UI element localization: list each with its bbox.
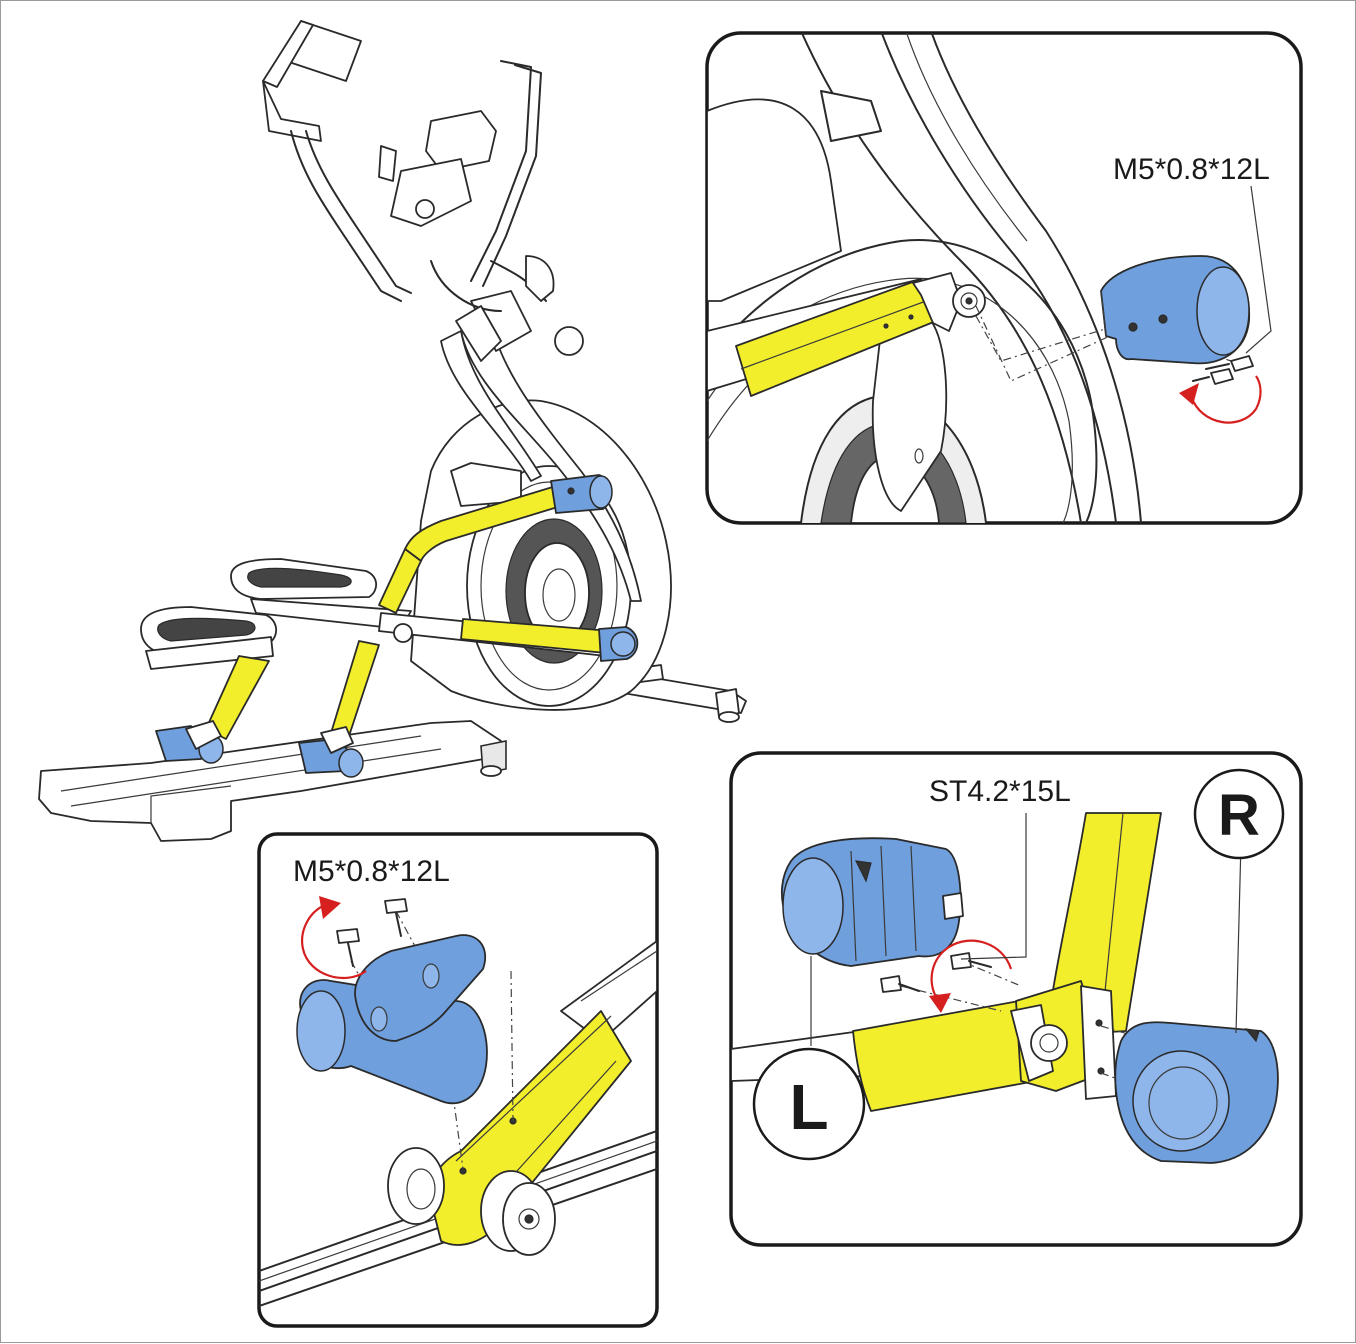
rotation-arrow-icon [929,939,1013,1013]
detail-panel-bottom-right: ST4.2*15L R L [729,751,1303,1247]
console-mast [440,290,642,602]
left-side-label: L [789,1071,828,1143]
bolt-spec-label-top-right: M5*0.8*12L [1113,153,1270,186]
right-side-label: R [1218,783,1260,848]
right-side-badge: R [1193,768,1285,860]
detail-panel-bottom-left: M5*0.8*12L [257,832,659,1328]
screw-icon [336,898,408,967]
base-frame [38,664,747,842]
screw-icon [880,952,992,993]
machine-covers [155,474,639,778]
handlebars-and-console [262,20,555,362]
pedals [140,558,378,670]
detail-panel-top-right: M5*0.8*12L [705,31,1303,525]
screw-icon [1192,355,1254,385]
screw-spec-label-bottom-right: ST4.2*15L [929,775,1071,808]
left-side-badge: L [752,1047,866,1161]
rotation-arrow-icon [301,896,367,980]
rotation-arrow-icon [1179,375,1262,424]
bolt-spec-label-bottom-left: M5*0.8*12L [293,855,450,888]
elliptical-machine-overview [38,20,747,842]
